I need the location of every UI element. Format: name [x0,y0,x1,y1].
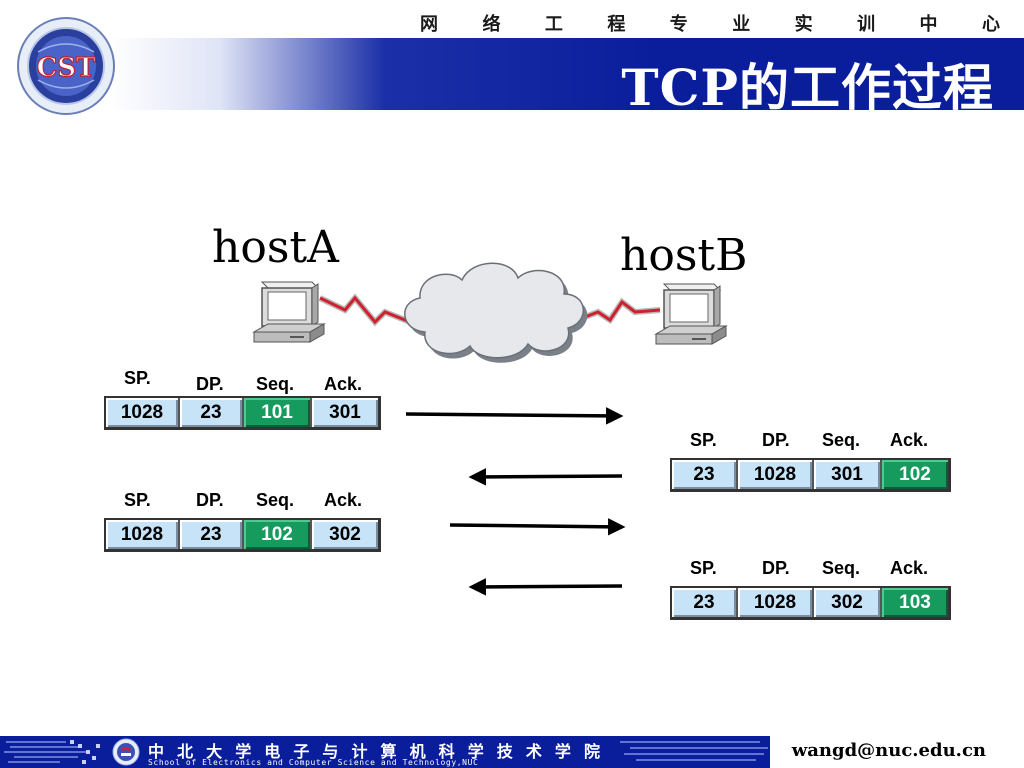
header-sp: SP. [690,558,717,578]
header-sp: SP. [124,368,151,388]
footer-char: 北 [177,742,194,761]
header-char: 网 [420,14,438,35]
field-ack-number: 103 [882,588,948,617]
header-char: 专 [669,14,688,35]
field-seq-number: 101 [244,398,312,427]
header-char: 实 [794,14,813,35]
header-char: 工 [544,14,563,35]
field-dest-port: 1028 [738,588,814,617]
footer-school-name-en: School of Electronics and Computer Scien… [148,758,479,767]
footer-char: 中 [148,742,165,761]
serial-link-icon [318,293,412,327]
field-seq-number: 301 [814,460,882,489]
field-ack-number: 301 [312,398,378,427]
header-center-name: 网 络 工 程 专 业 实 训 中 心 [420,10,1000,36]
header-dp: DP. [196,374,224,394]
footer-char: 院 [583,742,600,761]
segment-headers: SP. DP. Seq. Ack. [104,368,384,394]
header-seq: Seq. [256,374,295,394]
arrow-a-to-b [405,407,624,425]
footer-char: 学 [467,742,484,761]
segment-fields: 1028 23 102 302 [104,518,381,552]
header-seq: Seq. [822,430,861,450]
footer-char: 电 [264,742,281,761]
field-dest-port: 23 [180,398,244,427]
header-char: 程 [607,14,626,35]
header-sp: SP. [124,490,151,510]
segment-headers: SP. DP. Seq. Ack. [104,490,384,510]
field-ack-number: 102 [882,460,948,489]
footer-char: 大 [206,742,223,761]
tcp-segment-1: SP. DP. Seq. Ack. 1028 23 101 301 [104,368,384,438]
header-ack: Ack. [324,374,363,394]
footer-char: 算 [380,742,397,761]
slide-title: TCP的工作过程 [621,58,994,117]
segment-headers: SP. DP. Seq. Ack. [670,558,950,578]
host-a-label: hostA [212,222,339,273]
header-dp: DP. [762,430,790,450]
header-char: 心 [981,14,1000,35]
header-ack: Ack. [890,558,929,578]
header-ack: Ack. [324,490,363,510]
footer-char: 与 [322,742,339,761]
header-char: 络 [482,14,501,35]
field-source-port: 1028 [106,398,180,427]
field-source-port: 23 [672,460,738,489]
field-dest-port: 23 [180,520,244,549]
tcp-segment-4: SP. DP. Seq. Ack. 23 1028 302 103 [670,558,951,628]
header-seq: Seq. [256,490,295,510]
field-ack-number: 302 [312,520,378,549]
host-b-label: hostB [620,230,748,281]
field-seq-number: 102 [244,520,312,549]
header-char: 训 [857,14,876,35]
tcp-segment-2: SP. DP. Seq. Ack. 23 1028 301 102 [670,430,951,500]
footer-char: 计 [351,742,368,761]
segment-headers: SP. DP. Seq. Ack. [670,430,950,450]
header-char: 中 [919,14,938,35]
header-sp: SP. [690,430,717,450]
footer-char: 术 [525,742,542,761]
field-dest-port: 1028 [738,460,814,489]
segment-fields: 23 1028 302 103 [670,586,951,620]
footer-char: 学 [235,742,252,761]
header-seq: Seq. [822,558,861,578]
logo-icon [112,738,140,766]
footer-email: wangd@nuc.edu.cn [791,740,986,761]
field-source-port: 1028 [106,520,180,549]
cloud-icon [404,262,588,363]
arrow-b-to-a [468,578,623,596]
tcp-segment-3: SP. DP. Seq. Ack. 1028 23 102 302 [104,490,384,560]
serial-link-icon [570,297,661,325]
footer-char: 科 [438,742,455,761]
header-ack: Ack. [890,430,929,450]
footer-char: 技 [496,742,513,761]
arrow-a-to-b [449,518,626,536]
computer-icon [252,281,326,343]
header-dp: DP. [196,490,224,510]
footer-char: 机 [409,742,426,761]
header-band [110,38,1024,110]
logo-initials: CST [37,53,96,83]
segment-fields: 1028 23 101 301 [104,396,381,430]
field-seq-number: 302 [814,588,882,617]
footer-char: 学 [554,742,571,761]
header-char: 业 [732,14,751,35]
footer-char: 子 [293,742,310,761]
arrow-b-to-a [468,468,623,486]
logo-icon: CST [17,17,115,115]
field-source-port: 23 [672,588,738,617]
segment-fields: 23 1028 301 102 [670,458,951,492]
header-dp: DP. [762,558,790,578]
footer-school-name-cn: 中 北 大 学 电 子 与 计 算 机 科 学 技 术 学 院 [148,738,600,761]
network-topology [252,262,728,363]
computer-icon [654,283,728,345]
